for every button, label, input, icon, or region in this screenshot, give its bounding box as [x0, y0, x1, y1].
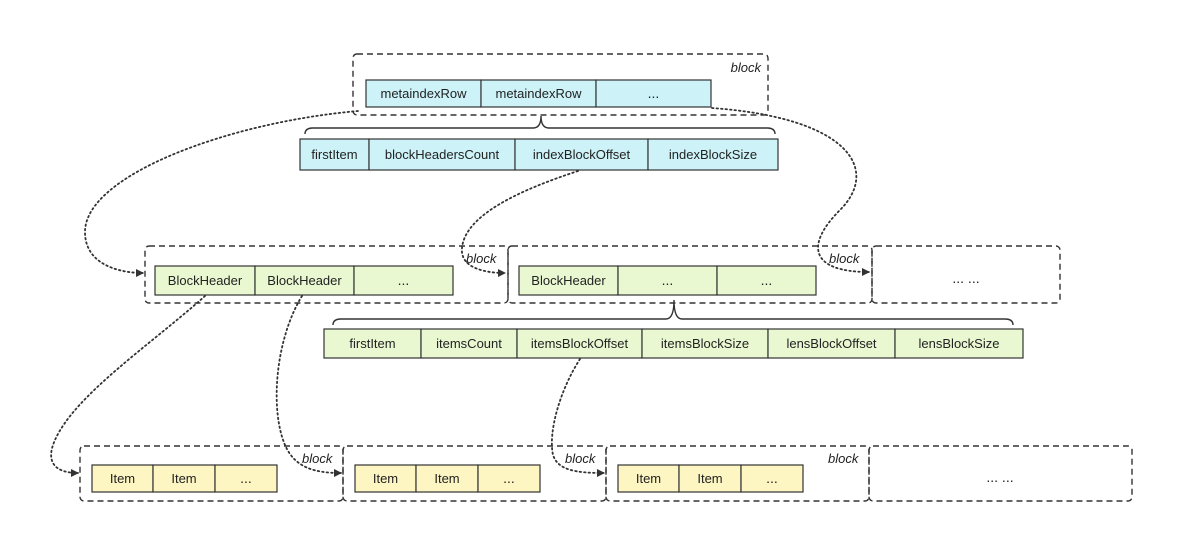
block-header-cell-label: ... [398, 272, 410, 288]
block-header-cell-label: ... [761, 272, 773, 288]
item-block-4: block ... ... [828, 445, 1133, 502]
item-block-1: Item Item ... [79, 445, 344, 502]
item-block-4-more: ... ... [986, 469, 1013, 485]
item-block-2-frame [342, 445, 607, 502]
block-header-cell [353, 265, 454, 296]
connector-index-to-item-block-2 [275, 295, 342, 477]
index-block-3-more: ... ... [952, 270, 979, 286]
connector-index-to-item-block-1 [50, 295, 206, 477]
blockheader-field-label: itemsBlockSize [661, 336, 749, 351]
item-cell-label: Item [434, 471, 459, 486]
block-header-cell [716, 265, 817, 296]
item-block-3: block Item Item ... [565, 445, 870, 502]
item-block-2-label: block [302, 451, 334, 466]
block-header-cell-label: ... [662, 272, 674, 288]
block-header-cell [617, 265, 718, 296]
blockheader-field-cell [323, 328, 422, 359]
metaindex-field-label: indexBlockSize [669, 147, 757, 162]
item-cell-label: Item [373, 471, 398, 486]
blockheader-brace [332, 299, 1014, 326]
item-cell-label: ... [503, 470, 515, 486]
item-block-1-frame [79, 445, 344, 502]
metaindex-row-cell-label: ... [648, 85, 660, 101]
metaindex-field-cell [514, 138, 649, 171]
metaindex-field-label: blockHeadersCount [385, 147, 500, 162]
metaindex-field-cell [647, 138, 779, 171]
connector-metaindex-to-index-block-2 [461, 170, 579, 277]
blockheader-field-label: itemsCount [436, 336, 502, 351]
metaindex-fields: firstItem blockHeadersCount indexBlockOf… [299, 138, 779, 171]
metaindex-block-frame [352, 53, 769, 116]
item-block-2: block Item Item ... [302, 445, 607, 502]
item-cell [477, 464, 541, 493]
metaindex-block: block metaindexRow metaindexRow ... [352, 53, 769, 116]
item-cell-label: Item [110, 471, 135, 486]
metaindex-row-cell [480, 79, 597, 108]
block-header-cell [154, 265, 256, 296]
blockheader-field-label: lensBlockSize [919, 336, 1000, 351]
index-block-3-label: block [829, 251, 861, 266]
metaindex-block-label: block [731, 60, 763, 75]
item-cell [617, 464, 680, 493]
block-header-cell-label: BlockHeader [531, 273, 606, 288]
block-header-cell [254, 265, 355, 296]
item-cell-label: Item [171, 471, 196, 486]
connector-index-to-item-block-3 [551, 358, 605, 477]
item-cell-label: Item [636, 471, 661, 486]
metaindex-field-label: indexBlockOffset [533, 147, 631, 162]
metaindex-brace [304, 115, 776, 135]
metaindex-row-cell [595, 79, 712, 108]
item-cell [214, 464, 278, 493]
connector-metaindex-to-index-block-3 [711, 107, 870, 276]
index-block-2-label: block [466, 251, 498, 266]
blockheader-field-label: itemsBlockOffset [531, 336, 629, 351]
blockheader-fields: firstItem itemsCount itemsBlockOffset it… [323, 328, 1024, 359]
metaindex-row-cell-label: metaindexRow [496, 86, 583, 101]
index-block-2: block BlockHeader ... ... [466, 245, 873, 304]
block-header-cell-label: BlockHeader [267, 273, 342, 288]
blockheader-field-cell [767, 328, 896, 359]
item-block-3-frame [605, 445, 870, 502]
item-cell-label: ... [766, 470, 778, 486]
item-cell [740, 464, 804, 493]
item-cell [152, 464, 216, 493]
item-cell-label: Item [697, 471, 722, 486]
item-block-4-frame [868, 445, 1133, 502]
index-block-2-frame [507, 245, 873, 304]
index-block-3-frame [871, 245, 1061, 304]
item-block-4-label: block [828, 451, 860, 466]
item-cell [354, 464, 417, 493]
metaindex-field-label: firstItem [311, 147, 357, 162]
item-cell [678, 464, 742, 493]
item-cell-label: ... [240, 470, 252, 486]
blockheader-field-label: lensBlockOffset [786, 336, 876, 351]
block-header-cell-label: BlockHeader [168, 273, 243, 288]
metaindex-row-cell-label: metaindexRow [381, 86, 468, 101]
index-block-1: BlockHeader BlockHeader ... [144, 245, 509, 304]
blockheader-field-label: firstItem [349, 336, 395, 351]
connector-metaindex-to-index-block-1 [84, 110, 359, 277]
item-block-3-label: block [565, 451, 597, 466]
blockheader-field-cell [894, 328, 1024, 359]
index-block-3: block ... ... [829, 245, 1061, 304]
